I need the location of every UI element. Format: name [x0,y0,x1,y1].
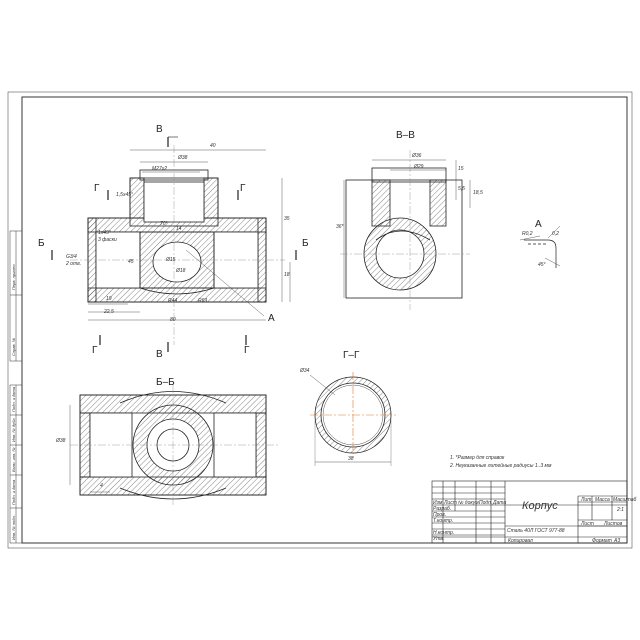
tb-scale-val: 2:1 [617,507,624,513]
detail-callout-a: А [268,313,275,324]
dim-chamfer2b: 3 фаски [98,237,117,243]
side-strip-label-5: Взам. инв. № [11,447,16,472]
dim-r69: R69 [198,298,208,304]
tb-scale: Масштаб [613,497,637,503]
vv-dim-18-5: 18,5 [473,190,483,196]
section-vv-title: В–В [396,130,415,141]
gg-dim-38: 38 [348,456,354,462]
side-strip [9,230,23,544]
vv-dim-5-5: 5,5 [458,186,465,192]
bb-dim-4: 4 [100,483,103,489]
cut-label-bottom-right: Г [244,345,250,356]
dim-d18: Ø18 [176,268,186,274]
dim-d38: Ø38 [178,155,188,161]
tb-row-docnum: № докум. [458,500,481,506]
vv-dim-29: Ø29 [414,164,424,170]
material: Сталь 40Л ГОСТ 977-88 [507,528,565,534]
side-strip-label-6: Подп. и дата [11,479,16,505]
outer-frame [7,91,633,549]
section-bb [69,385,280,505]
dim-40: 40 [210,143,216,149]
dim-80: 80 [170,317,176,323]
tb-row-list: Лист [444,500,457,506]
cut-label-upper-left: Г [94,183,100,194]
side-strip-label-2: Справ. № [11,337,16,356]
section-bb-title: Б–Б [156,377,175,388]
a-dim-02: 0,2 [552,231,559,237]
dim-14: 14 [176,226,182,232]
title-block [431,480,628,544]
dim-m27: M27x2 [152,166,168,172]
gg-dim-34: Ø34 [300,368,310,374]
dim-chamfer1: 1,5x45° [116,192,134,198]
tb-mass: Масса [595,497,610,503]
tb-row-utv: Утв. [433,536,445,542]
detail-a [519,225,561,268]
vv-dim-15: 15 [458,166,464,172]
cut-label-bottom-left: Г [92,345,98,356]
side-strip-label-1: Перв. примен. [11,263,16,290]
dim-19: 19 [106,296,112,302]
dim-g34b: 2 отв. [66,261,82,267]
tb-format-val: А3 [614,538,621,544]
a-dim-45: 45° [538,262,546,268]
dim-g34: G3/4 [66,254,77,260]
dim-r44: R44 [168,298,178,304]
section-gg-title: Г–Г [343,350,360,361]
tb-row-tkontr: Т.контр. [433,518,454,524]
section-gg [309,372,396,466]
dim-45: 45 [128,259,134,265]
tb-row-sign: Подп. [479,500,493,506]
bb-dim-38: Ø38 [56,438,66,444]
tb-row-prov: Пров. [433,512,447,518]
dim-18b: 18 [284,272,290,278]
main-view [51,136,297,352]
note-2: 2. Неуказанные литейные радиусы 1..3 мм [450,463,552,469]
tb-row-izm: Изм [433,500,443,506]
note-1: 1. *Размер для справок [450,455,505,461]
dim-35: 35 [284,216,290,222]
cut-label-right: Б [302,238,309,249]
vv-dim-36: Ø36 [412,153,422,159]
cut-label-upper-right: Г [240,183,246,194]
dim-22-5: 22,5 [104,309,114,315]
cut-label-top: В [156,124,163,135]
dim-70deg: 70° [160,221,168,227]
tb-sheets: Листов [604,521,623,527]
tb-sheet: Лист [581,521,594,527]
side-strip-label-4: Инв. № дубл. [11,417,16,442]
cut-label-left: Б [38,238,45,249]
tb-copied: Копировал [508,538,533,544]
tb-row-nkontr: Н.контр. [433,530,455,536]
tb-format: Формат [592,538,612,544]
dim-chamfer2: 1x45° [98,230,111,236]
detail-a-title: А [535,219,542,230]
cut-label-bottom-mid: В [156,349,163,360]
tb-row-razrab: Разраб. [433,506,452,512]
part-name: Корпус [522,500,558,512]
vv-dim-36star: 36* [336,224,344,230]
side-strip-label-7: Инв. № подл. [11,515,16,540]
tb-lit: Лит [581,497,592,503]
side-strip-label-3: Подп. и дата [11,386,16,412]
section-vv [340,150,471,310]
tb-row-date: Дата [493,500,507,506]
a-dim-r02: R0,2 [522,231,533,237]
dim-d15a: Ø15 [166,257,176,263]
